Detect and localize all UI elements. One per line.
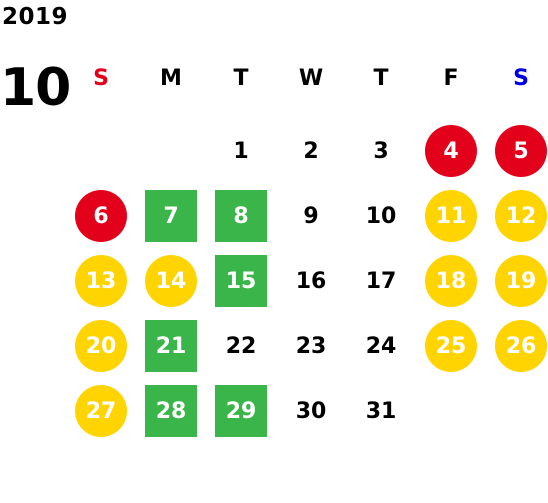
day-cell-26[interactable]: 26 (495, 320, 547, 372)
weekday-header-4: T (373, 66, 389, 91)
day-cell-19[interactable]: 19 (495, 255, 547, 307)
day-cell-3[interactable]: 3 (373, 138, 389, 164)
day-cell-13[interactable]: 13 (75, 255, 127, 307)
day-cell-24[interactable]: 24 (365, 333, 397, 359)
day-cell-5[interactable]: 5 (495, 125, 547, 177)
day-cell-2[interactable]: 2 (303, 138, 319, 164)
day-cell-1[interactable]: 1 (233, 138, 249, 164)
day-cell-11[interactable]: 11 (425, 190, 477, 242)
year-label: 2019 (2, 4, 69, 30)
day-cell-12[interactable]: 12 (495, 190, 547, 242)
day-cell-18[interactable]: 18 (425, 255, 477, 307)
day-cell-23[interactable]: 23 (295, 333, 327, 359)
weekday-header-0: S (93, 66, 109, 91)
weekday-header-6: S (513, 66, 529, 91)
month-label: 10 (0, 58, 71, 118)
day-cell-29[interactable]: 29 (215, 385, 267, 437)
day-cell-15[interactable]: 15 (215, 255, 267, 307)
day-cell-17[interactable]: 17 (365, 268, 397, 294)
day-cell-14[interactable]: 14 (145, 255, 197, 307)
day-cell-4[interactable]: 4 (425, 125, 477, 177)
day-cell-22[interactable]: 22 (225, 333, 257, 359)
day-cell-21[interactable]: 21 (145, 320, 197, 372)
day-cell-31[interactable]: 31 (365, 398, 397, 424)
day-cell-30[interactable]: 30 (295, 398, 327, 424)
day-cell-20[interactable]: 20 (75, 320, 127, 372)
day-cell-25[interactable]: 25 (425, 320, 477, 372)
day-cell-6[interactable]: 6 (75, 190, 127, 242)
weekday-header-2: T (233, 66, 249, 91)
day-cell-9[interactable]: 9 (303, 203, 319, 229)
day-cell-8[interactable]: 8 (215, 190, 267, 242)
weekday-header-3: W (298, 66, 324, 91)
day-cell-10[interactable]: 10 (365, 203, 397, 229)
weekday-header-5: F (443, 66, 459, 91)
day-cell-28[interactable]: 28 (145, 385, 197, 437)
day-cell-7[interactable]: 7 (145, 190, 197, 242)
day-cell-27[interactable]: 27 (75, 385, 127, 437)
day-cell-16[interactable]: 16 (295, 268, 327, 294)
weekday-header-1: M (160, 66, 182, 91)
